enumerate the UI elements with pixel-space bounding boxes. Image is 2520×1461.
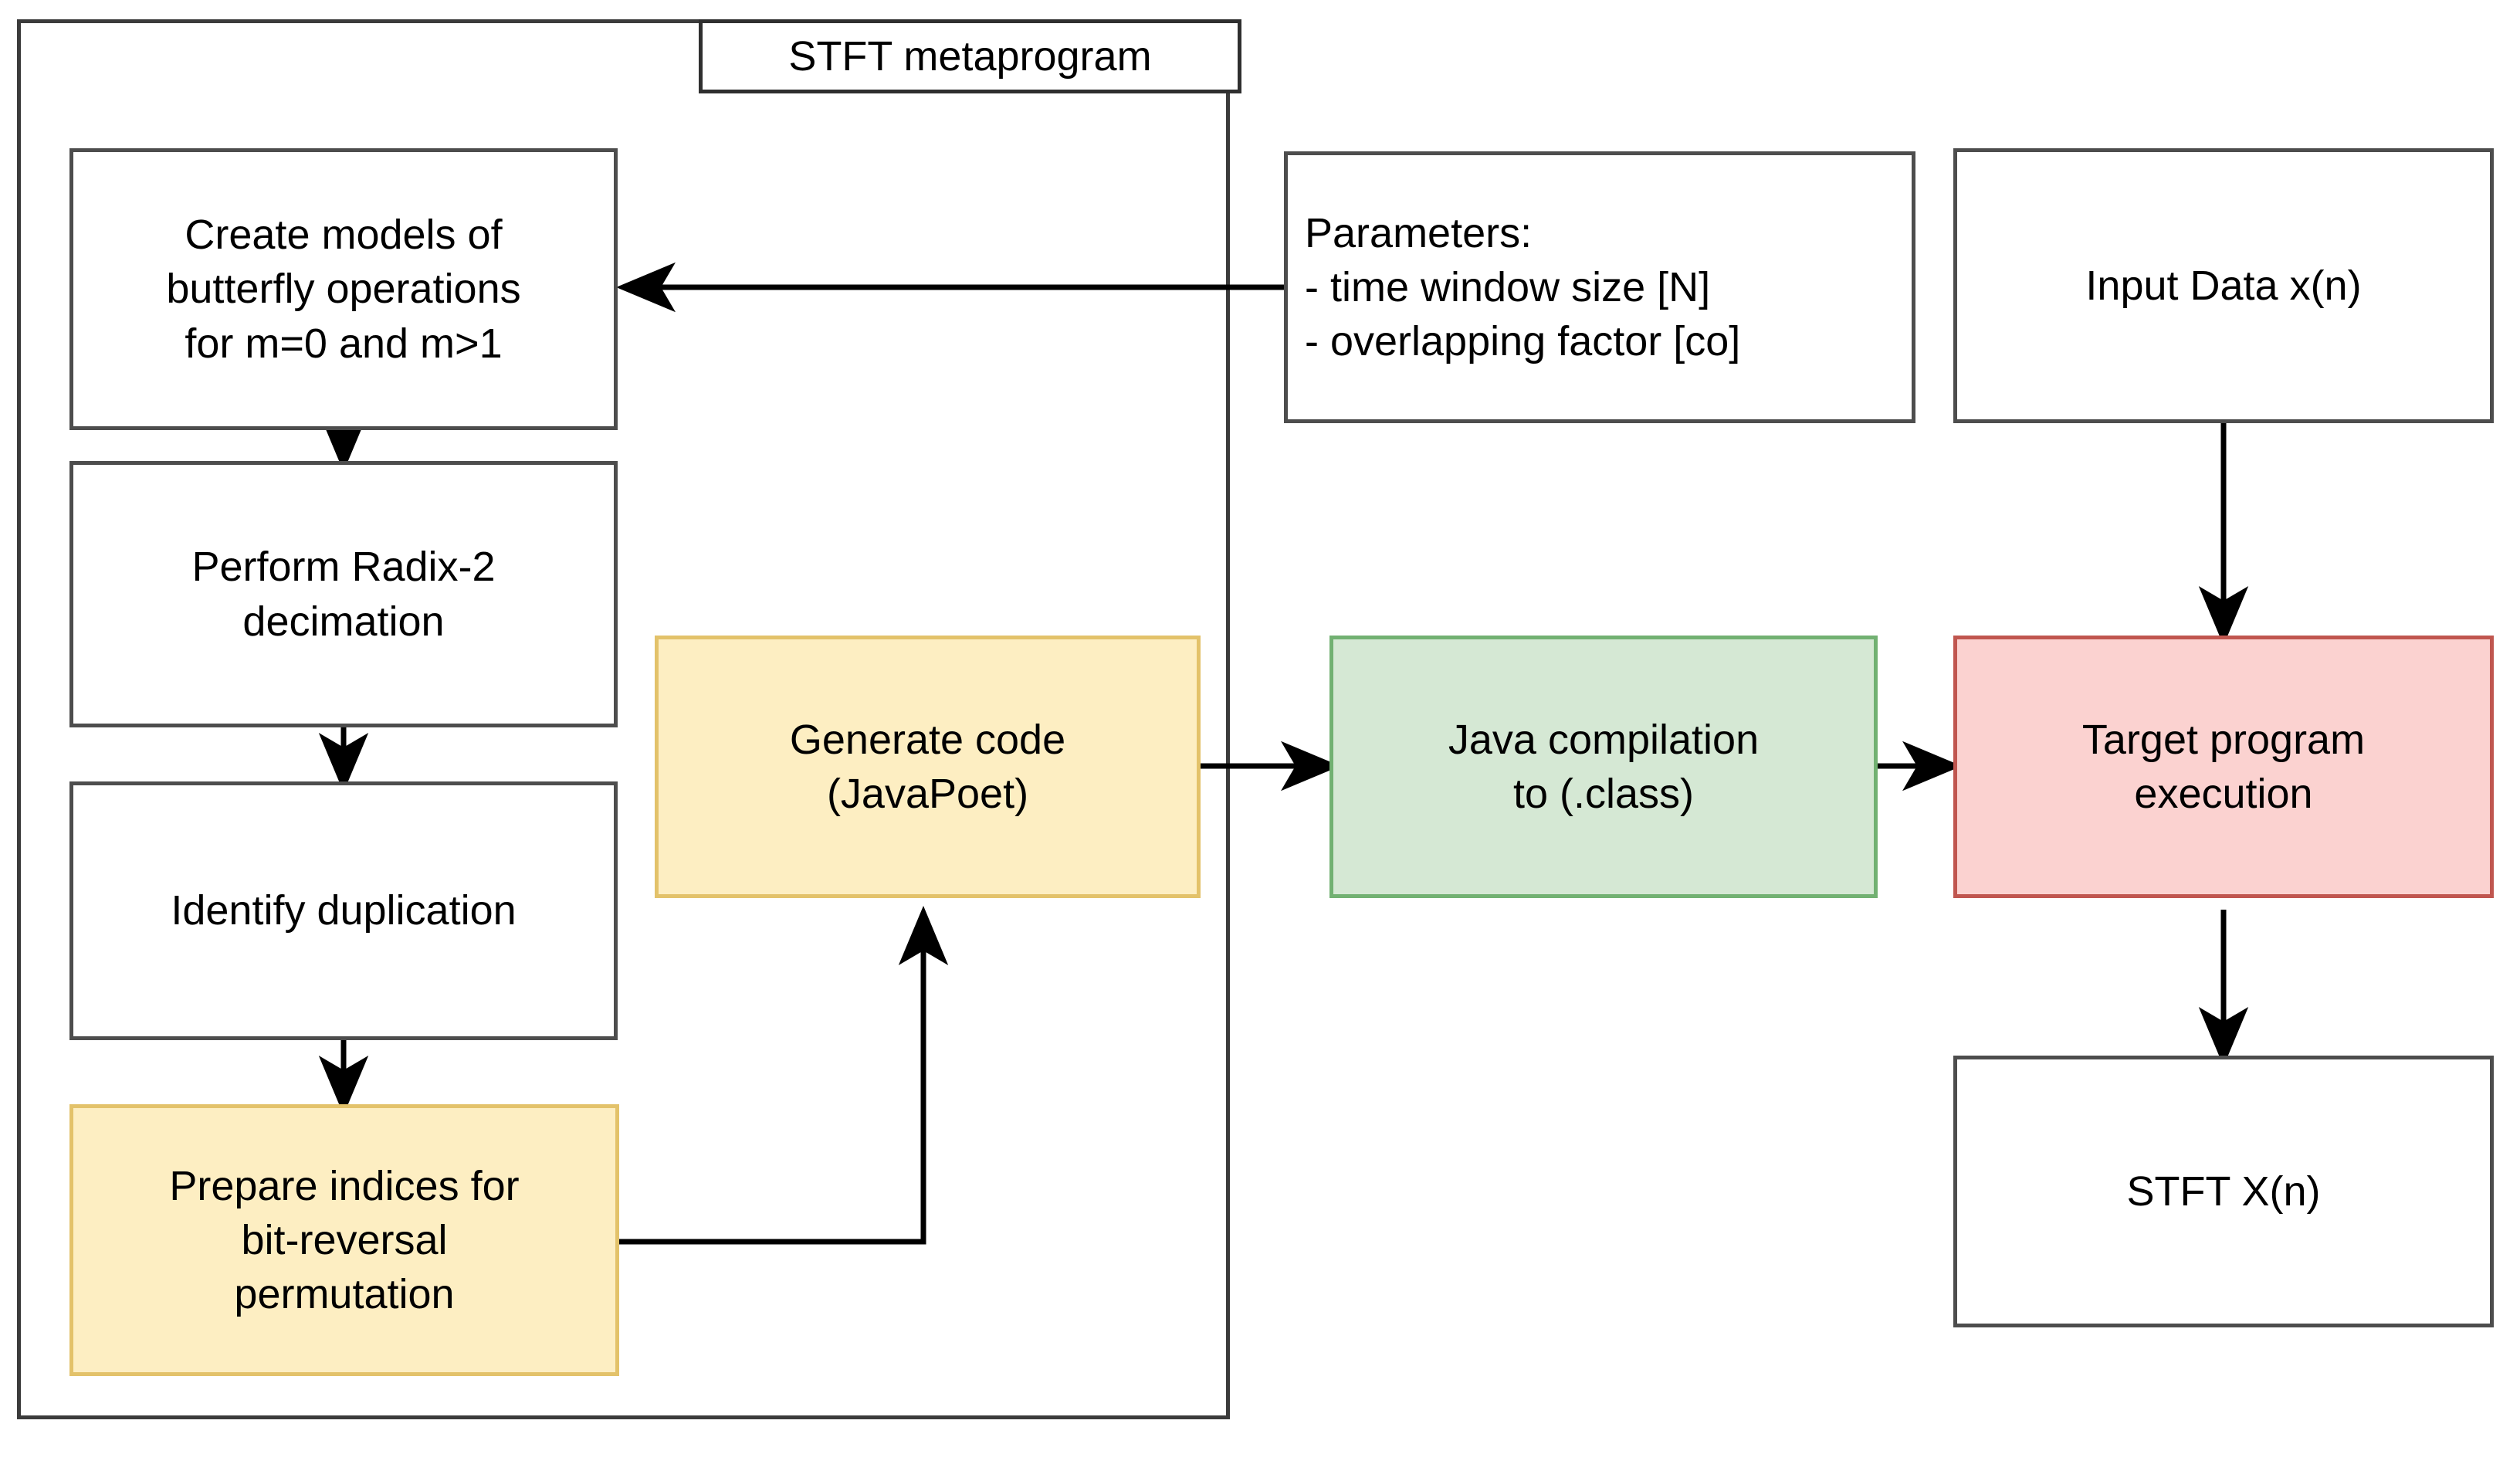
node-generate-code-javapoet[interactable]: Generate code (JavaPoet) <box>655 636 1201 898</box>
node-perform-radix2-decimation[interactable]: Perform Radix-2 decimation <box>69 461 618 727</box>
node-input-data[interactable]: Input Data x(n) <box>1953 148 2494 423</box>
node-identify-duplication[interactable]: Identify duplication <box>69 781 618 1040</box>
node-prepare-indices-bit-reversal[interactable]: Prepare indices for bit-reversal permuta… <box>69 1104 619 1376</box>
node-stft-output[interactable]: STFT X(n) <box>1953 1056 2494 1327</box>
node-java-compilation[interactable]: Java compilation to (.class) <box>1329 636 1878 898</box>
node-parameters[interactable]: Parameters: - time window size [N] - ove… <box>1284 151 1915 423</box>
group-title-stft-metaprogram: STFT metaprogram <box>699 19 1241 93</box>
node-target-program-execution[interactable]: Target program execution <box>1953 636 2494 898</box>
node-create-models[interactable]: Create models of butterfly operations fo… <box>69 148 618 430</box>
